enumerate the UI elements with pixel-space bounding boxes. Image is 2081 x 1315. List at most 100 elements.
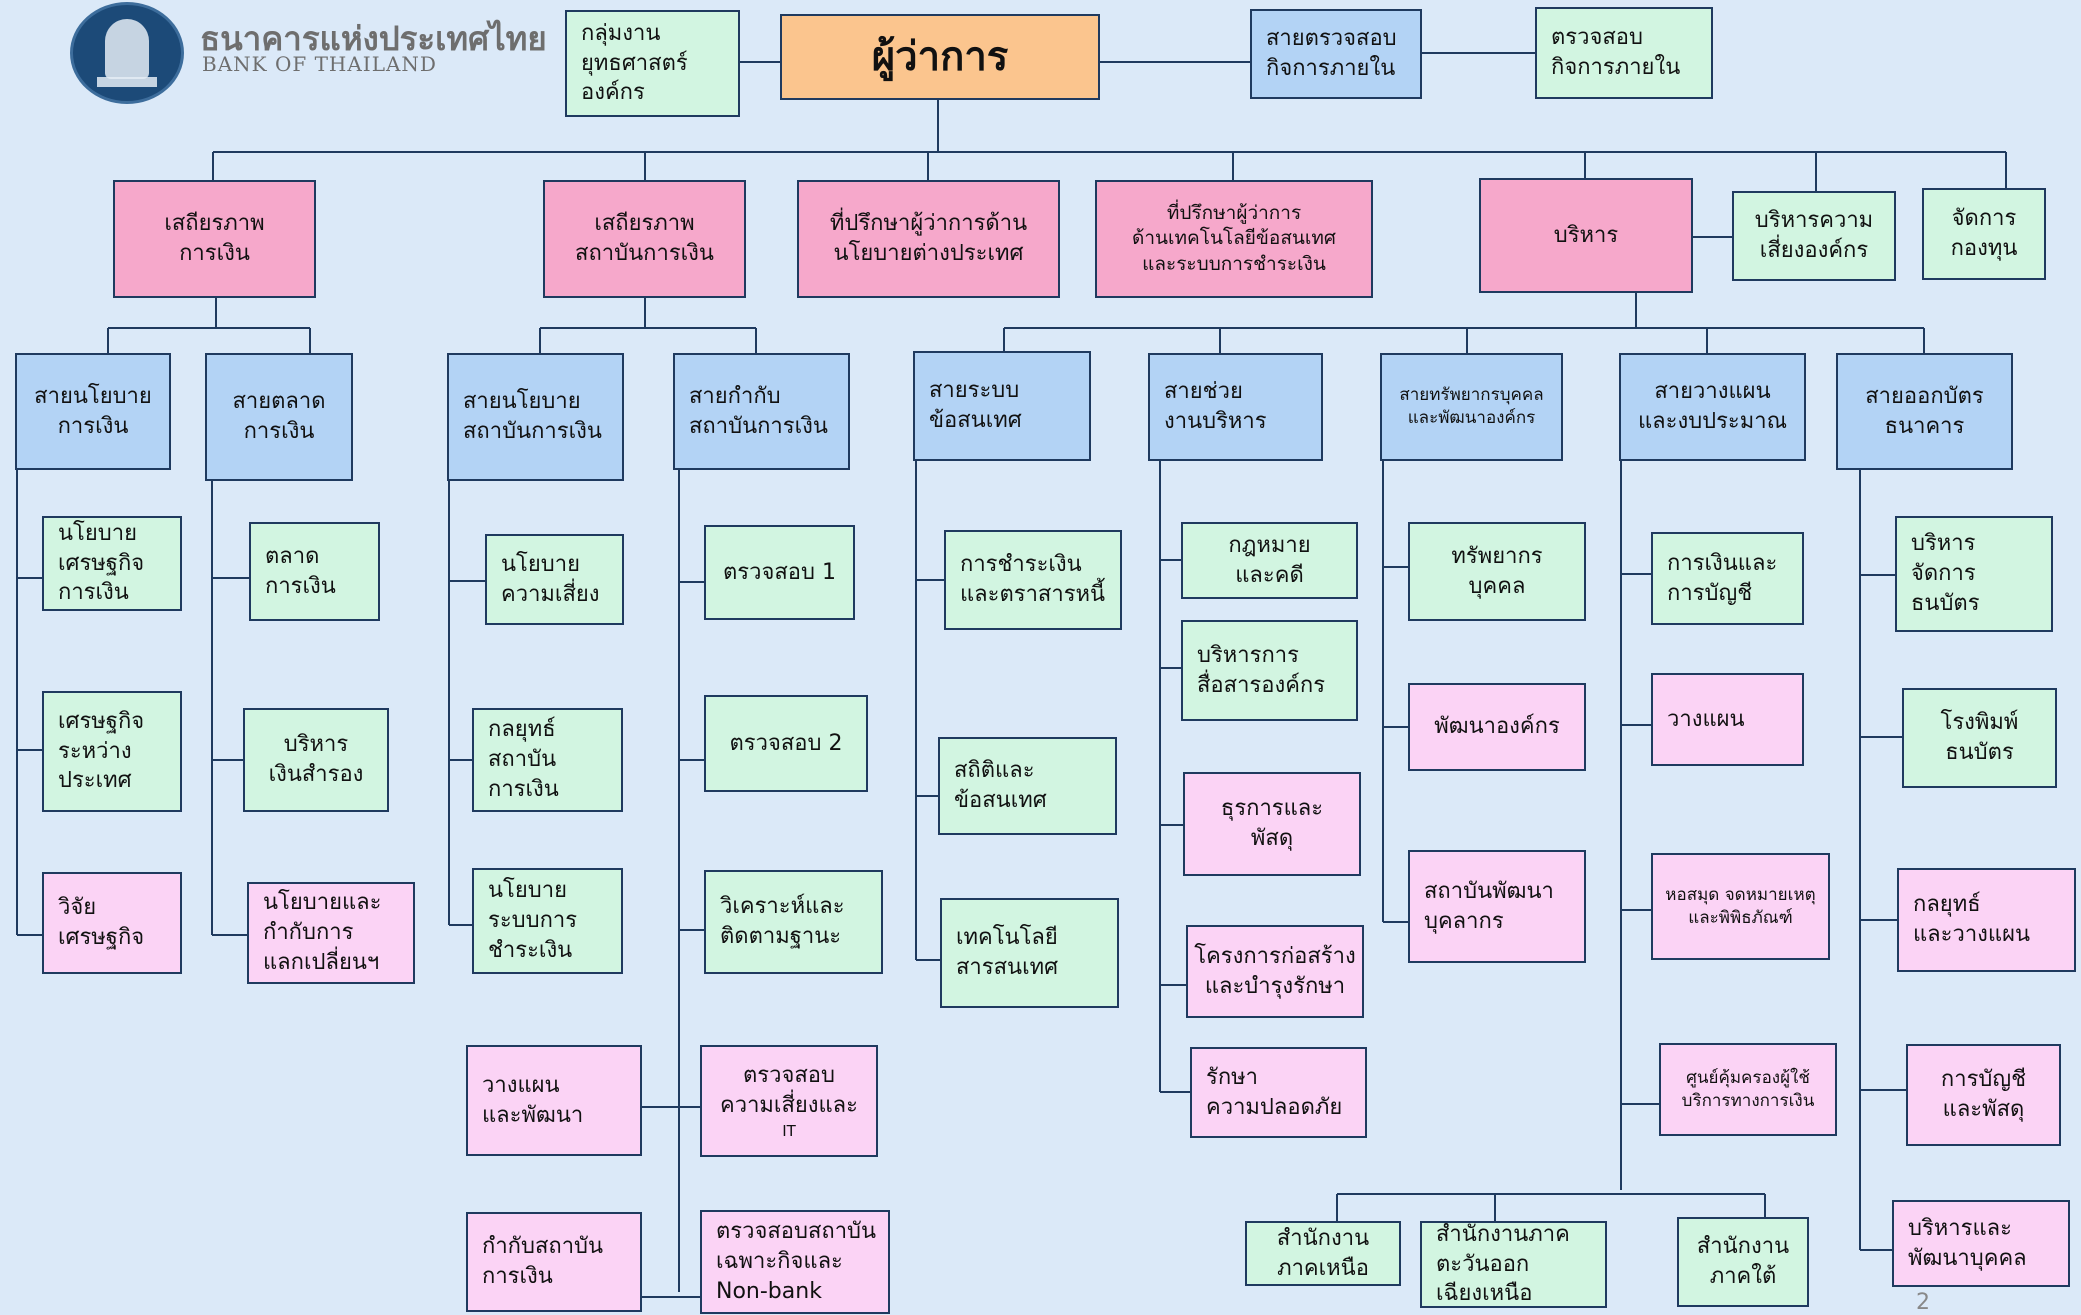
unit-label-line: ข้อสนเทศ [954,788,1047,813]
unit-label-line: กำกับสถาบัน [482,1234,604,1260]
unit-label-line: สำนักงานภาค [1436,1221,1570,1247]
unit-internal-audit-dept: ตรวจสอบกิจการภายใน [1535,7,1713,99]
unit-label-line: โรงพิมพ์ [1940,710,2019,736]
unit-it-line: สายระบบข้อสนเทศ [913,351,1091,461]
unit-label-line: การเงิน [265,573,336,599]
unit-label-line: สายระบบ [929,378,1020,404]
unit-intl-policy-advisor: ที่ปรึกษาผู้ว่าการด้านนโยบายต่างประเทศ [797,180,1060,298]
unit-label-line: เสถียรภาพ [594,211,695,237]
unit-economic-research: วิจัยเศรษฐกิจ [42,872,182,974]
unit-label-line: วางแผน [482,1072,560,1098]
unit-it-payment-advisor: ที่ปรึกษาผู้ว่าการด้านเทคโนโลยีข้อสนเทศแ… [1095,180,1373,298]
unit-label-line: และระบบการชำระเงิน [1142,252,1326,275]
unit-label-line: บริหารการ [1197,642,1299,668]
unit-consumer-protection: ศูนย์คุ้มครองผู้ใช้บริการทางการเงิน [1659,1043,1837,1136]
unit-label-line: สถาบัน [488,747,557,773]
unit-label-line: สายวางแผน [1654,379,1771,405]
unit-label-line: ธุรการและ [1220,796,1324,822]
unit-label-line: นโยบาย [501,551,580,577]
unit-label-line: รักษา [1206,1064,1258,1090]
unit-label-line: สายตรวจสอบ [1266,26,1397,52]
unit-label-line: บริหารและ [1908,1215,2012,1241]
unit-label-line: เทคโนโลยี [956,925,1058,951]
unit-label-line: บริการทางการเงิน [1681,1090,1815,1111]
unit-label-line: สายออกบัตร [1865,383,1984,409]
unit-reserve-management: บริหารเงินสำรอง [243,708,389,812]
unit-admin-support-line: สายช่วยงานบริหาร [1148,353,1323,461]
unit-legal: กฎหมายและคดี [1181,522,1358,599]
unit-label-line: นโยบาย [488,878,567,904]
unit-label-line: พัสดุ [1250,826,1294,851]
unit-label-line: เสถียรภาพ [164,211,265,237]
unit-southern-office: สำนักงานภาคใต้ [1677,1217,1809,1307]
unit-label-line: สถาบันการเงิน [689,413,828,439]
unit-label-line: สำนักงาน [1696,1234,1790,1260]
page-number: 2 [1916,1290,1930,1315]
bank-of-thailand-logo: ธนาคารแห่งประเทศไทย BANK OF THAILAND [70,0,550,104]
unit-label-line: ด้านเทคโนโลยีข้อสนเทศ [1132,227,1336,250]
unit-monetary-stability: เสถียรภาพการเงิน [113,180,316,298]
unit-label-line: ประเทศ [58,768,132,794]
unit-label-line: ตลาด [265,543,320,569]
unit-label-line: สถิติและ [954,758,1035,784]
unit-statistics-info: สถิติและข้อสนเทศ [938,737,1117,835]
unit-label-line: ผู้ว่าการ [871,34,1009,80]
unit-label-line: ระบบการ [488,908,578,934]
unit-label-line: บุคลากร [1424,908,1504,934]
unit-human-resources: ทรัพยากรบุคคล [1408,522,1586,621]
unit-label-line: ตรวจสอบ 1 [723,559,836,585]
unit-label-line: ติดตามฐานะ [720,924,842,949]
unit-label-line: และวางแผน [1913,922,2031,947]
unit-hr-line: สายทรัพยากรบุคคลและพัฒนาองค์กร [1380,353,1563,461]
unit-payment-securities: การชำระเงินและตราสารหนี้ [944,530,1122,630]
unit-label-line: กิจการภายใน [1551,55,1681,80]
unit-library-archives: หอสมุด จดหมายเหตุและพิพิธภัณฑ์ [1651,853,1830,960]
unit-label-line: ยุทธศาสตร์ [581,50,688,76]
unit-label-line: บริหาร [1553,222,1619,248]
unit-label-line: การเงิน [58,580,129,606]
unit-label-line: สายทรัพยากรบุคคล [1399,385,1544,406]
unit-label-line: สายนโยบาย [34,383,152,409]
unit-label-line: Non-bank [716,1278,822,1304]
unit-analysis-monitoring: วิเคราะห์และติดตามฐานะ [704,870,883,974]
unit-label-line: เงินสำรอง [268,762,364,787]
unit-label-line: และพัสดุ [1942,1097,2025,1122]
unit-label-line: สถาบันการเงิน [575,241,714,266]
unit-label-line: ตรวจสอบ [1551,25,1643,51]
unit-label-line: เฉพาะกิจและ [716,1249,843,1275]
unit-label-line: การเงิน [488,776,559,802]
unit-label-line: งานบริหาร [1164,409,1267,434]
unit-label-line: การเงินและ [1667,550,1778,576]
unit-fi-policy-line: สายนโยบายสถาบันการเงิน [447,353,624,481]
unit-label-line: หอสมุด จดหมายเหตุ [1665,884,1816,905]
unit-label-line: ธนบัตร [1945,740,2014,765]
unit-label-line: ภาคใต้ [1709,1264,1777,1289]
unit-label-line: การบัญชี [1667,580,1753,606]
unit-label-line: ตรวจสอบ [743,1063,835,1089]
unit-label-line: ระหว่าง [58,738,132,764]
unit-monetary-policy-line: สายนโยบายการเงิน [15,353,171,470]
unit-banknote-accounting: การบัญชีและพัสดุ [1906,1044,2061,1146]
unit-label-line: กองทุน [1950,236,2018,261]
unit-label-line: จัดการ [1951,206,2017,232]
unit-label-line: เศรษฐกิจ [58,550,145,576]
unit-planning: วางแผน [1651,673,1804,766]
unit-label-line: ภาคเหนือ [1277,1255,1369,1281]
unit-label-line: ตะวันออก [1436,1251,1530,1277]
unit-financial-markets: ตลาดการเงิน [249,522,380,621]
unit-label-line: การเงิน [57,413,129,439]
unit-label-line: และบำรุงรักษา [1204,973,1346,999]
unit-label-line: กลยุทธ์ [1913,892,1981,918]
unit-label-line: สารสนเทศ [956,955,1059,980]
unit-enterprise-risk: บริหารความเสี่ยงองค์กร [1732,191,1896,281]
unit-planning-budget-line: สายวางแผนและงบประมาณ [1619,353,1806,461]
unit-label-line: บริหารความ [1754,208,1874,234]
unit-label-line: ธนาคาร [1884,413,1965,439]
unit-label-line: ตรวจสอบ 2 [729,730,843,756]
unit-label-line: องค์กร [581,80,645,106]
unit-northeastern-office: สำนักงานภาคตะวันออกเฉียงเหนือ [1420,1221,1607,1308]
unit-strategy: กลุ่มงานยุทธศาสตร์องค์กร [565,10,740,117]
unit-label-line: โครงการก่อสร้าง [1194,943,1356,969]
